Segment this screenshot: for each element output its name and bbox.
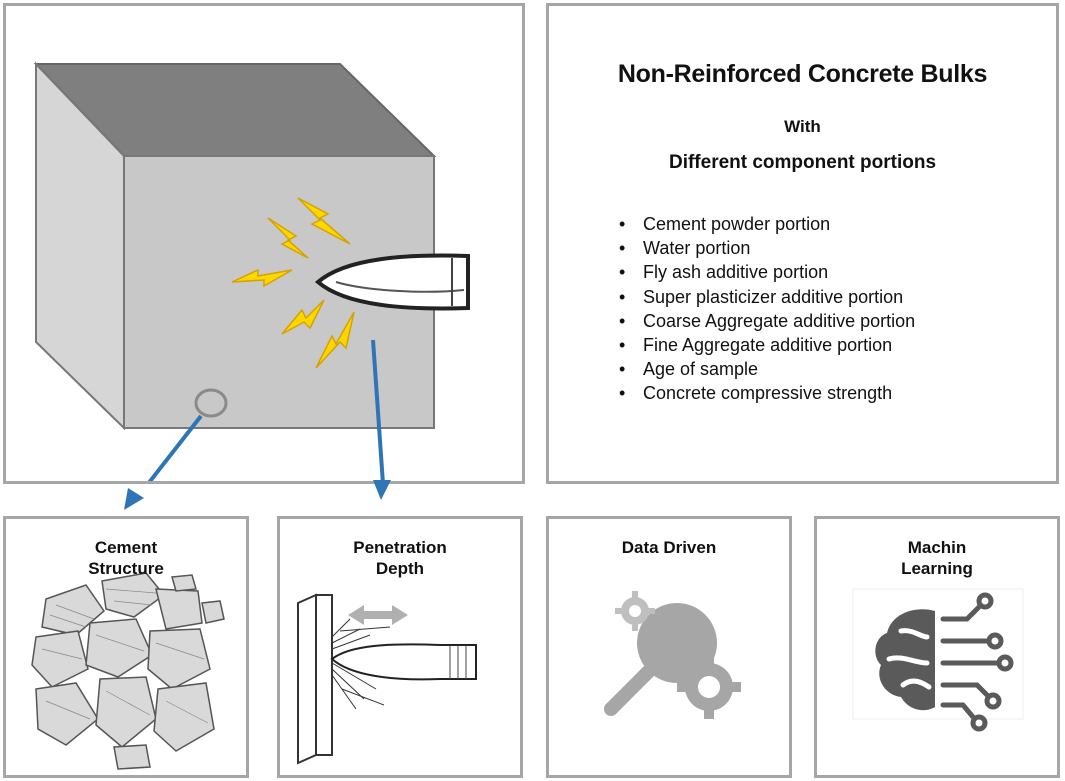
info-with: With <box>784 117 821 136</box>
machine-learning-title: Machin Learning <box>817 537 1057 579</box>
list-item: Water portion <box>617 236 915 260</box>
data-driven-title-text: Data Driven <box>621 538 717 557</box>
arrowhead-penetration <box>373 480 391 500</box>
info-title: Non-Reinforced Concrete Bulks <box>617 60 988 88</box>
double-arrow-icon <box>348 605 408 625</box>
concrete-cube-illustration <box>33 61 470 500</box>
list-item: Fly ash additive portion <box>617 260 915 284</box>
data-analysis-icon <box>604 591 741 719</box>
impact-sparks-icon <box>231 197 355 369</box>
list-item: Concrete compressive strength <box>617 381 915 405</box>
penetration-title-line2: Depth <box>375 559 425 578</box>
bullet-icon <box>314 253 470 311</box>
info-panel: Non-Reinforced Concrete Bulks With Diffe… <box>546 3 1059 484</box>
cement-structure-icon <box>31 572 225 770</box>
penetration-depth-title: Penetration Depth <box>280 537 520 579</box>
brain-circuit-icon <box>852 588 1024 732</box>
penetration-title-line1: Penetration <box>353 538 447 557</box>
component-list: Cement powder portion Water portion Fly … <box>617 212 915 406</box>
penetration-depth-panel: Penetration Depth <box>277 516 523 778</box>
data-driven-title: Data Driven <box>549 537 789 558</box>
ml-title-line1: Machin <box>907 538 967 557</box>
data-driven-panel: Data Driven <box>546 516 792 778</box>
list-item: Cement powder portion <box>617 212 915 236</box>
cement-title-line2: Structure <box>88 559 164 578</box>
machine-learning-panel: Machin Learning <box>814 516 1060 778</box>
list-item: Age of sample <box>617 357 915 381</box>
list-item: Super plasticizer additive portion <box>617 285 915 309</box>
ml-title-line2: Learning <box>901 559 973 578</box>
concrete-cube-panel <box>3 3 525 500</box>
arrow-to-penetration <box>371 339 385 485</box>
list-item: Coarse Aggregate additive portion <box>617 309 915 333</box>
info-subtitle: Different component portions <box>668 152 937 173</box>
cube-front-face <box>123 155 435 429</box>
cement-title-line1: Cement <box>94 538 158 557</box>
cement-structure-panel: Cement Structure <box>3 516 249 778</box>
list-item: Fine Aggregate additive portion <box>617 333 915 357</box>
cement-structure-title: Cement Structure <box>6 537 246 579</box>
penetration-illustration <box>297 593 477 765</box>
sample-circle <box>194 388 228 418</box>
arrowhead-cement <box>124 488 144 510</box>
